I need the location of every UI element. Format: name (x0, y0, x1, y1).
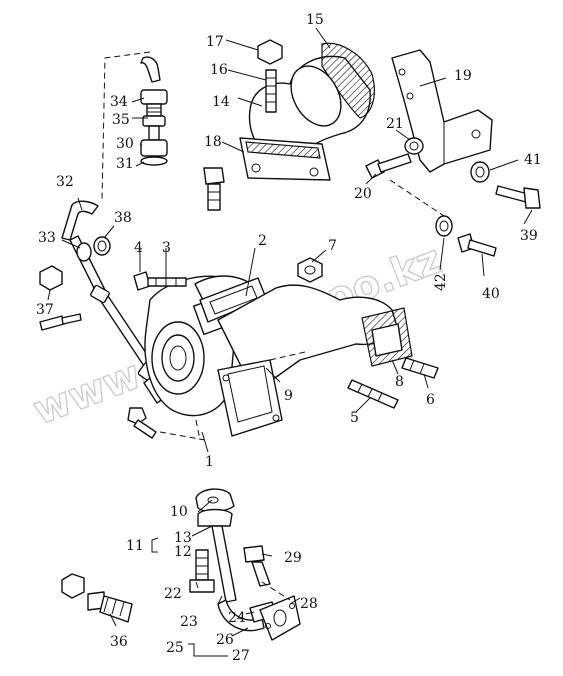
callout-38: 38 (114, 210, 132, 226)
callout-3: 3 (162, 240, 171, 256)
bolt-40 (457, 233, 497, 257)
callout-28: 28 (300, 596, 318, 612)
callout-31: 31 (116, 156, 134, 172)
callout-41: 41 (524, 152, 542, 168)
callout-30: 30 (116, 136, 134, 152)
callout-14: 14 (212, 94, 230, 110)
flange-gasket-8 (361, 307, 413, 367)
exhaust-elbow (217, 284, 399, 437)
callout-1: 1 (205, 454, 214, 470)
callout-6: 6 (426, 392, 435, 408)
fitting-36 (61, 573, 133, 623)
callout-23: 23 (180, 614, 198, 630)
callout-12: 12 (174, 544, 192, 560)
oil-return-pipe-assembly (195, 488, 301, 641)
callout-7: 7 (328, 238, 337, 254)
stud-6 (401, 357, 439, 379)
callout-17: 17 (206, 34, 224, 50)
callout-21: 21 (386, 116, 404, 132)
bolt-39 (495, 185, 541, 209)
leader-lines (47, 27, 533, 657)
washer-41 (470, 161, 490, 183)
callout-16: 16 (210, 62, 228, 78)
callout-20: 20 (354, 186, 372, 202)
callout-42: 42 (433, 273, 449, 291)
callout-24: 24 (228, 610, 246, 626)
callout-8: 8 (395, 374, 404, 390)
exhaust-elbow-15 (239, 39, 375, 181)
callout-26: 26 (216, 632, 234, 648)
callout-2: 2 (258, 233, 267, 249)
callout-32: 32 (56, 174, 74, 190)
callout-19: 19 (454, 68, 472, 84)
callout-15: 15 (306, 12, 324, 28)
callout-18: 18 (204, 134, 222, 150)
bolt-20 (365, 153, 412, 179)
callout-35: 35 (112, 112, 130, 128)
bolt-29 (243, 545, 271, 587)
callout-39: 39 (520, 228, 538, 244)
callout-13: 13 (174, 530, 192, 546)
callout-27: 27 (232, 648, 250, 664)
callout-4: 4 (134, 240, 143, 256)
callout-36: 36 (110, 634, 128, 650)
callout-34: 34 (110, 94, 128, 110)
callout-labels: 1 2 3 4 5 6 7 8 9 10 11 12 13 14 15 16 1… (36, 12, 542, 664)
callout-40: 40 (482, 286, 500, 302)
stud-5 (347, 379, 399, 409)
callout-25: 25 (166, 640, 184, 656)
washer-21 (404, 137, 424, 155)
callout-29: 29 (284, 550, 302, 566)
nut-7 (297, 257, 323, 283)
callout-11: 11 (126, 538, 144, 554)
bolt-3-washer-4 (133, 271, 187, 291)
callout-33: 33 (38, 230, 56, 246)
callout-10: 10 (170, 504, 188, 520)
callout-5: 5 (350, 410, 359, 426)
bolt-18 (203, 167, 225, 211)
callout-37: 37 (36, 302, 54, 318)
bolt-22 (189, 549, 215, 593)
callout-9: 9 (284, 388, 293, 404)
washer-42 (389, 179, 453, 237)
callout-22: 22 (164, 586, 182, 602)
